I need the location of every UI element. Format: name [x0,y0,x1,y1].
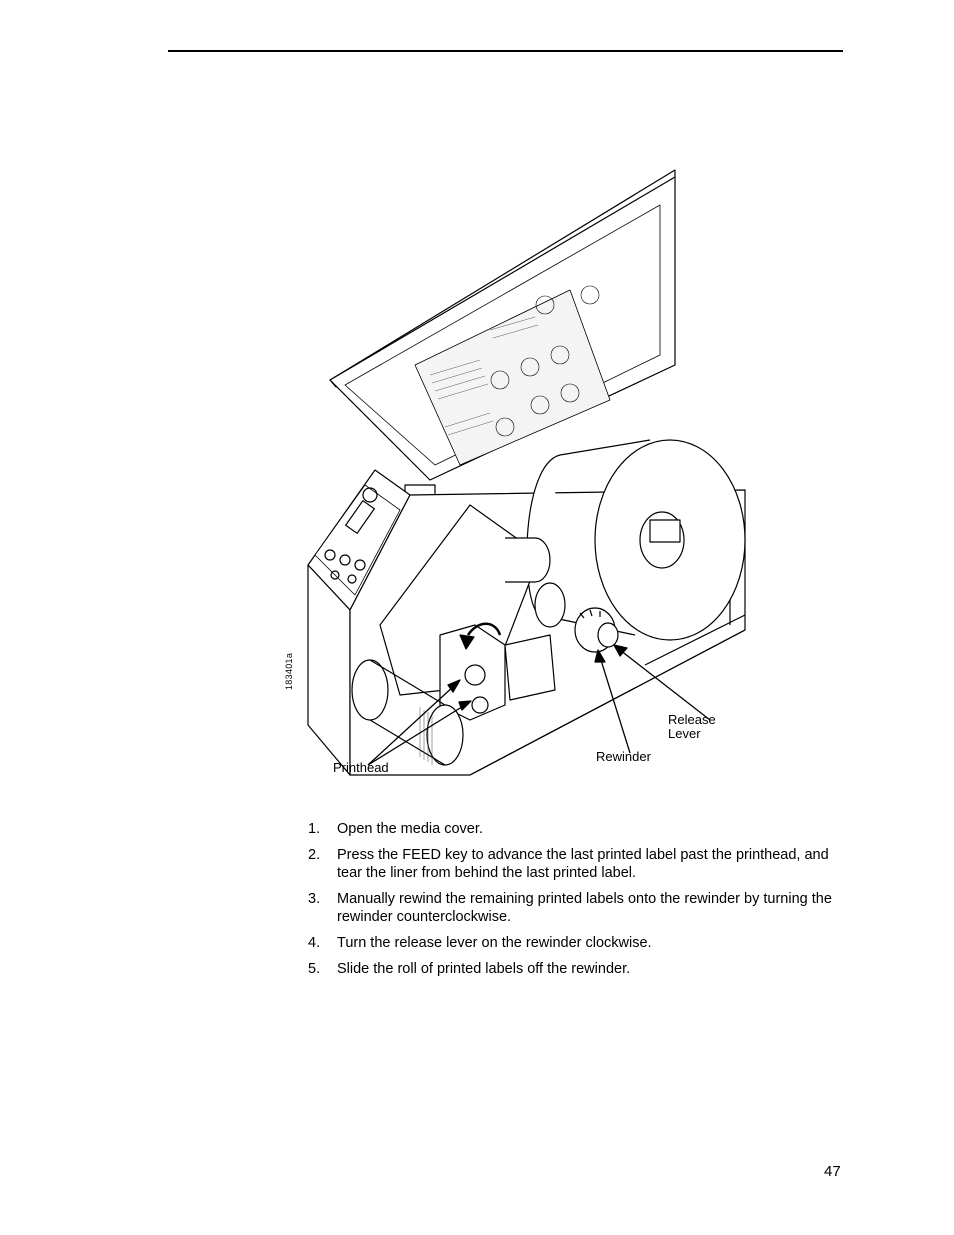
header-rule [168,50,843,52]
printer-illustration [290,165,760,790]
procedure-steps: 1. Open the media cover. 2. Press the FE… [308,820,848,986]
step-number: 3. [308,891,321,907]
step-text: Slide the roll of printed labels off the… [337,961,631,977]
rewinder-hub [574,607,619,653]
step-text: Turn the release lever on the rewinder c… [337,935,652,951]
step-item: 1. Open the media cover. [308,820,848,838]
step-item: 2. Press the FEED key to advance the las… [308,846,848,882]
step-text: Open the media cover. [337,821,483,837]
rewinder-label: Rewinder [596,749,651,764]
step-text: Manually rewind the remaining printed la… [337,891,832,925]
figure-id: 183401a [284,652,294,690]
step-number: 2. [308,847,321,863]
page-number: 47 [824,1163,841,1180]
step-number: 5. [308,961,321,977]
media-cover [329,169,676,500]
printhead-assembly [439,622,556,721]
platen-roller [351,659,464,766]
step-item: 5. Slide the roll of printed labels off … [308,960,848,978]
step-text: Press the FEED key to advance the last p… [337,847,829,881]
step-item: 3. Manually rewind the remaining printed… [308,890,848,926]
printhead-label: Printhead [333,760,389,775]
callout-leaders [367,644,711,766]
release-lever-label: Release Lever [668,712,716,741]
step-number: 4. [308,935,321,951]
step-item: 4. Turn the release lever on the rewinde… [308,934,848,952]
step-number: 1. [308,821,321,837]
